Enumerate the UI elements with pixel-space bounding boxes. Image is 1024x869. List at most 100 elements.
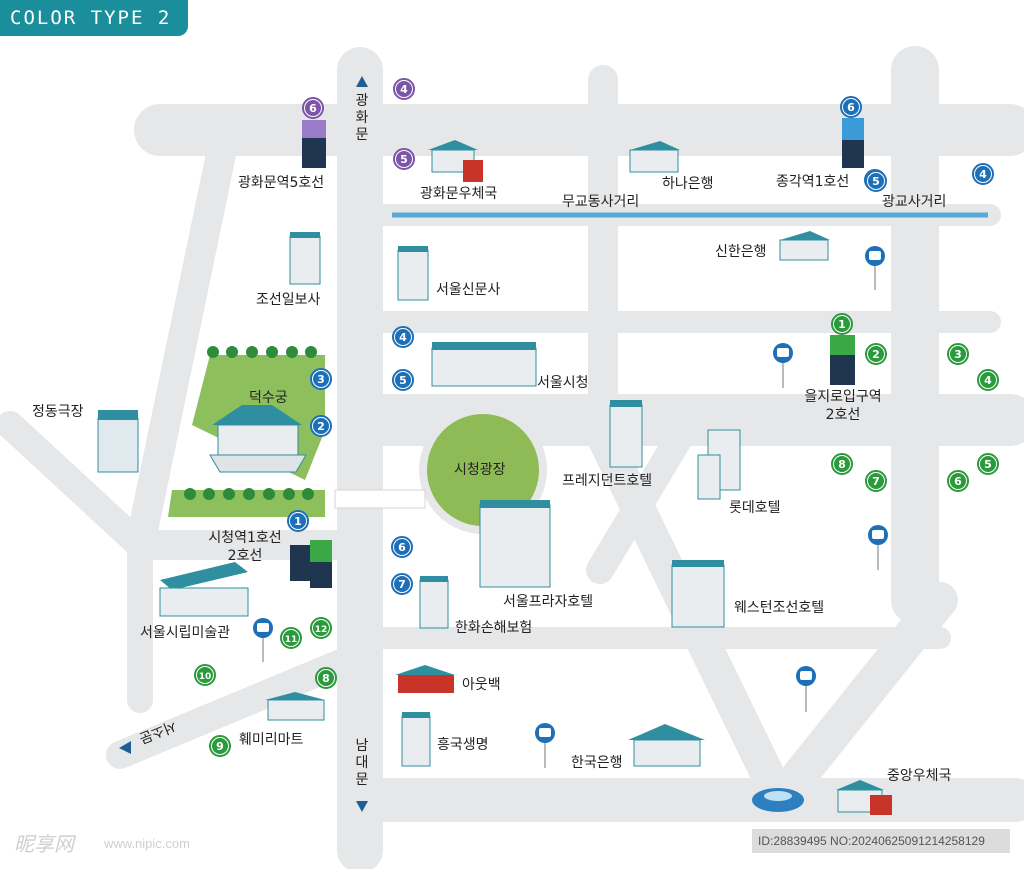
arrow-up-icon (356, 76, 368, 87)
label-westin-hotel: 웨스턴조선호텔 (734, 600, 825, 616)
exit-marker: 1 (831, 313, 853, 335)
watermark-id: ID:28839495 NO:20240625091214258129 (752, 829, 1010, 853)
label-gwanghwamun-stn5: 광화문역5호선 (238, 175, 325, 191)
bus-stops (253, 246, 888, 768)
cityhall-building (431, 342, 537, 387)
exit-number: 5 (872, 175, 880, 188)
label-city-plaza: 시청광장 (454, 462, 506, 478)
exit-marker: 5 (393, 148, 415, 170)
westin-building (671, 560, 725, 628)
tree-row-bottom (184, 488, 314, 500)
exit-marker-fill (283, 630, 299, 646)
exit-number: 1 (838, 318, 846, 331)
exit-number: 9 (216, 740, 224, 753)
exit-marker: 3 (310, 368, 332, 390)
tree-row-top (207, 346, 317, 358)
label-seoul-shinmun: 서울신문사 (436, 282, 501, 298)
watermark-url: www.nipic.com (104, 836, 190, 851)
watermark-site: 昵享网 (14, 832, 74, 856)
exit-marker-fill (980, 372, 996, 388)
street-char: 남 (355, 738, 369, 754)
road-west-diag (125, 120, 240, 560)
label-cityhall-stn: 시청역1호선 2호선 (200, 530, 290, 565)
bus-stop-icon (796, 666, 816, 712)
exit-marker-fill (197, 667, 213, 683)
exit-number: 6 (398, 541, 406, 554)
post-gwanghwamun-building (428, 140, 483, 182)
label-cityhall-line: 2호선 (227, 547, 263, 564)
exit-number: 4 (399, 331, 407, 344)
exit-marker-fill (843, 99, 859, 115)
exit-marker-fill (834, 316, 850, 332)
lotte-building (697, 429, 741, 500)
road-diag3 (762, 582, 958, 818)
label-euljiro-name: 을지로입구역 (804, 389, 882, 405)
exit-number: 4 (979, 168, 987, 181)
label-gwanggyo: 광교사거리 (882, 194, 947, 210)
exit-marker: 4 (392, 326, 414, 348)
hana-building (629, 141, 680, 173)
exit-marker-fill (950, 346, 966, 362)
exit-marker-fill (318, 670, 334, 686)
bus-stop-icon (868, 525, 888, 570)
label-bank-of-korea: 한국은행 (571, 755, 623, 771)
label-chosun-ilbo: 조선일보사 (256, 292, 321, 308)
exit-number: 3 (954, 348, 962, 361)
label-jonggak-stn1: 종각역1호선 (776, 174, 850, 190)
street-char: 광 (355, 93, 369, 109)
label-lotte-hotel: 롯데호텔 (729, 500, 781, 516)
exit-marker-fill (396, 151, 412, 167)
exit-marker: 5 (865, 170, 887, 192)
label-hanwha: 한화손해보험 (455, 620, 533, 636)
label-jeongdong: 정동극장 (32, 404, 84, 420)
shinhan-building (779, 231, 830, 261)
exit-marker: 8 (831, 453, 853, 475)
president-building (609, 400, 643, 468)
exit-marker: 5 (392, 369, 414, 391)
exit-marker: 12 (310, 617, 332, 639)
exit-number: 11 (285, 635, 298, 645)
street-char: 문 (355, 772, 369, 788)
exit-marker: 6 (840, 96, 862, 118)
exit-number: 5 (399, 374, 407, 387)
exit-marker-fill (395, 329, 411, 345)
page-title: COLOR TYPE 2 (0, 0, 188, 36)
exit-number: 6 (954, 475, 962, 488)
exit-marker-fill (394, 576, 410, 592)
arrow-down-icon (356, 801, 368, 812)
exit-number: 1 (294, 515, 302, 528)
label-hana-bank: 하나은행 (662, 176, 714, 192)
exit-marker-fill (868, 173, 884, 189)
street-char: 대 (355, 755, 369, 771)
exit-marker: 8 (315, 667, 337, 689)
arrow-left-icon (119, 741, 131, 754)
exit-marker-fill (868, 346, 884, 362)
exit-number: 5 (984, 458, 992, 471)
label-plaza-hotel: 서울프라자호텔 (503, 594, 594, 610)
exit-marker: 9 (209, 735, 231, 757)
exit-marker: 4 (972, 163, 994, 185)
exit-marker: 10 (194, 664, 216, 686)
hanwha-building (419, 576, 449, 629)
exit-number: 6 (309, 102, 317, 115)
label-shinhan-bank: 신한은행 (715, 244, 767, 260)
exit-marker-fill (834, 456, 850, 472)
exit-marker-fill (395, 372, 411, 388)
exit-number: 4 (400, 83, 408, 96)
bok-building (628, 724, 705, 767)
label-cityhall-name: 시청역1호선 (208, 530, 282, 546)
stn-jonggak-building (842, 118, 864, 168)
exit-marker: 6 (947, 470, 969, 492)
exit-marker: 4 (393, 78, 415, 100)
exit-marker-fill (313, 418, 329, 434)
exit-marker: 7 (391, 573, 413, 595)
exit-marker: 5 (977, 453, 999, 475)
exit-number: 12 (315, 625, 328, 635)
bus-stop-icon (253, 618, 273, 662)
bus-stop-icon (535, 723, 555, 768)
label-outback: 아웃백 (462, 677, 501, 693)
central-post-building (836, 780, 892, 815)
fountain-icon (752, 788, 804, 812)
exit-marker-fill (980, 456, 996, 472)
